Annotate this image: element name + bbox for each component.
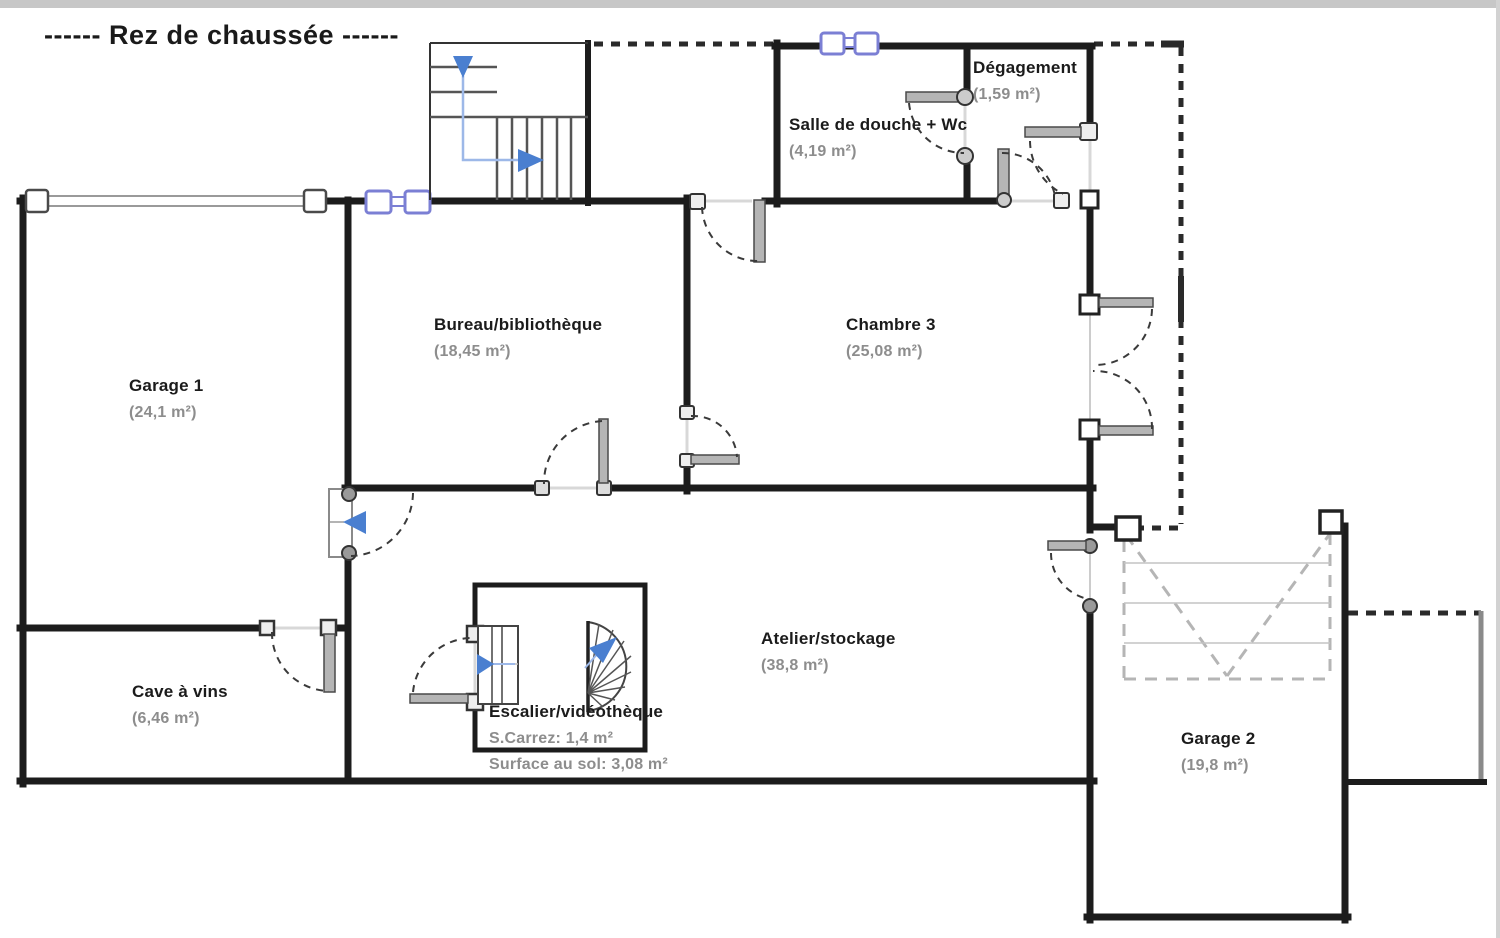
door-leaf bbox=[753, 199, 766, 263]
wall-post bbox=[1079, 189, 1100, 210]
room-label-garage-2: Garage 2 (19,8 m²) bbox=[1181, 729, 1255, 775]
window-post bbox=[302, 188, 328, 214]
room-area: (4,19 m²) bbox=[789, 143, 857, 160]
room-label-bureau-bibliotheque: Bureau/bibliothèque (18,45 m²) bbox=[434, 315, 602, 361]
door-hinge-post bbox=[956, 88, 974, 106]
room-carrez-area: S.Carrez: 1,4 m² bbox=[489, 730, 614, 747]
door-hinge-post bbox=[319, 618, 338, 637]
door-leaf bbox=[1024, 126, 1082, 138]
room-label-escalier-videotheque: Escalier/vidéothèque S.Carrez: 1,4 m² Su… bbox=[489, 702, 668, 774]
room-area: (1,59 m²) bbox=[973, 86, 1041, 103]
door-leaf bbox=[905, 91, 964, 103]
blue-window-shower bbox=[819, 31, 880, 56]
room-area: (38,8 m²) bbox=[761, 657, 829, 674]
right-border-strip bbox=[1496, 0, 1500, 938]
door-post bbox=[534, 480, 550, 496]
spiral-stairs-arrow-icon bbox=[589, 637, 617, 663]
page-title: ------ Rez de chaussée ------ bbox=[44, 20, 400, 50]
walls-layer bbox=[16, 39, 1487, 924]
top-border-strip bbox=[0, 0, 1500, 8]
door-leaf bbox=[323, 633, 336, 693]
door-post bbox=[689, 193, 706, 210]
main-staircase bbox=[429, 42, 588, 200]
room-name: Salle de douche + Wc bbox=[789, 115, 968, 134]
entrance-door bbox=[328, 486, 366, 561]
room-label-salle-de-douche-wc: Salle de douche + Wc (4,19 m²) bbox=[789, 115, 967, 161]
door-leaf bbox=[409, 693, 469, 704]
door-post bbox=[258, 619, 276, 637]
garage2-door-dashes bbox=[1122, 533, 1332, 681]
room-label-atelier-stockage: Atelier/stockage (38,8 m²) bbox=[761, 629, 896, 675]
door-leaf bbox=[598, 418, 609, 484]
door-leaf bbox=[1098, 297, 1154, 308]
room-label-cave-a-vins: Cave à vins (6,46 m²) bbox=[132, 682, 228, 728]
boundary-post bbox=[1114, 515, 1142, 542]
door-openings bbox=[272, 105, 1092, 702]
door-hinge-post bbox=[1078, 293, 1101, 316]
door-hinge-post bbox=[996, 192, 1012, 208]
room-name: Garage 1 bbox=[129, 376, 204, 395]
door-post bbox=[1053, 192, 1070, 209]
room-name: Cave à vins bbox=[132, 682, 228, 701]
room-name: Chambre 3 bbox=[846, 315, 936, 334]
property-dashed-boundary bbox=[594, 40, 1484, 783]
room-floor-area: Surface au sol: 3,08 m² bbox=[489, 756, 668, 773]
room-name: Atelier/stockage bbox=[761, 629, 896, 648]
rack-arrow-icon bbox=[477, 654, 494, 675]
room-label-garage-1: Garage 1 (24,1 m²) bbox=[129, 376, 203, 422]
room-label-chambre-3: Chambre 3 (25,08 m²) bbox=[846, 315, 936, 361]
room-area: (18,45 m²) bbox=[434, 343, 511, 360]
door-hinge-post bbox=[1079, 122, 1098, 141]
room-name: Dégagement bbox=[973, 58, 1078, 77]
room-name: Garage 2 bbox=[1181, 729, 1256, 748]
doors-layer bbox=[258, 88, 1344, 712]
door-post bbox=[1082, 598, 1098, 614]
boundary-post bbox=[1318, 509, 1344, 535]
videotheque-rack bbox=[477, 625, 519, 705]
stairs-down-arrow-icon bbox=[453, 56, 473, 78]
windows-layer bbox=[24, 31, 880, 215]
window-post bbox=[24, 188, 50, 214]
door-leaf bbox=[1047, 540, 1087, 551]
door-hinge-post bbox=[1078, 418, 1101, 441]
room-name: Bureau/bibliothèque bbox=[434, 315, 603, 334]
door-leaf bbox=[997, 148, 1010, 200]
spiral-staircase bbox=[584, 621, 632, 712]
room-area: (25,08 m²) bbox=[846, 343, 923, 360]
door-arcs bbox=[270, 102, 1154, 693]
stairs-direction-arrow-icon bbox=[518, 149, 544, 172]
door-leaf bbox=[690, 454, 740, 465]
room-area: (6,46 m²) bbox=[132, 710, 200, 727]
room-label-degagement: Dégagement (1,59 m²) bbox=[973, 58, 1077, 104]
room-area: (19,8 m²) bbox=[1181, 757, 1249, 774]
room-name: Escalier/vidéothèque bbox=[489, 702, 664, 721]
door-leaf bbox=[1098, 425, 1154, 436]
blue-window-entry bbox=[364, 189, 432, 215]
room-area: (24,1 m²) bbox=[129, 404, 197, 421]
entrance-arrow-icon bbox=[343, 511, 366, 534]
door-post bbox=[679, 405, 695, 420]
